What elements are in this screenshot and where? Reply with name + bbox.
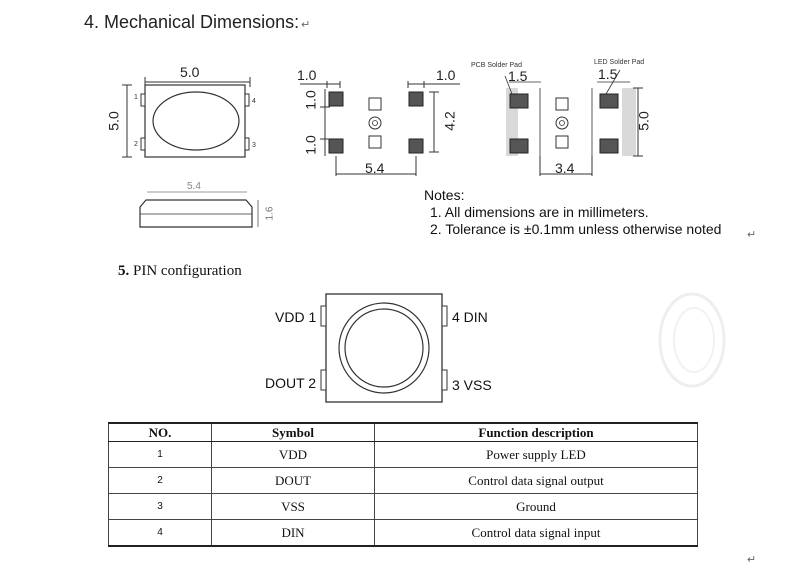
mechanical-drawings bbox=[122, 69, 643, 228]
led-solder-pad-label: LED Solder Pad bbox=[594, 59, 645, 66]
pin-label-vdd: VDD 1 bbox=[275, 309, 317, 325]
note-item-text: 2. Tolerance is ±0.1mm unless otherwise … bbox=[430, 221, 722, 237]
solder-view-right-label: 1.5 bbox=[598, 66, 618, 82]
top-view-pin-label: 4 bbox=[252, 98, 256, 105]
table-cell-symbol: DIN bbox=[211, 519, 375, 547]
table-header-row: NO. Symbol Function description bbox=[108, 422, 698, 442]
solder-pad-view-drawing bbox=[504, 69, 643, 176]
top-view-pin-label: 2 bbox=[134, 141, 138, 148]
side-view-height-label: 1.6 bbox=[264, 206, 276, 221]
top-view-drawing bbox=[122, 77, 251, 158]
table-header-function: Function description bbox=[374, 422, 698, 442]
notes: Notes: 1. All dimensions are in millimet… bbox=[424, 187, 721, 238]
table-row: 3 VSS Ground bbox=[108, 493, 698, 520]
table-cell-symbol: VSS bbox=[211, 493, 375, 520]
side-view-width-label: 5.4 bbox=[187, 181, 201, 192]
pad-view-right-label: 1.0 bbox=[436, 67, 456, 83]
table-cell-symbol: VDD bbox=[211, 441, 375, 468]
pin-label-vss: 3 VSS bbox=[452, 377, 492, 393]
note-item: 1. All dimensions are in millimeters. bbox=[430, 204, 649, 220]
table-cell-no: 3 bbox=[108, 493, 212, 520]
note-item: 2. Tolerance is ±0.1mm unless otherwise … bbox=[424, 221, 721, 238]
table-cell-description: Control data signal input bbox=[374, 519, 698, 547]
pcb-solder-pad-label: PCB Solder Pad bbox=[471, 62, 522, 69]
solder-view-height-label: 5.0 bbox=[635, 111, 652, 131]
section-4-title: 4. Mechanical Dimensions:↵ bbox=[84, 12, 310, 33]
side-view-drawing bbox=[139, 191, 259, 228]
section-5-number: 5. bbox=[118, 263, 130, 279]
table-cell-description: Control data signal output bbox=[374, 467, 698, 494]
table-cell-description: Power supply LED bbox=[374, 441, 698, 468]
pin-diagram-package bbox=[320, 293, 448, 403]
pad-view-pad-height-label: 1.0 bbox=[302, 90, 319, 110]
top-view-pin-label: 1 bbox=[134, 94, 138, 101]
table-row: 4 DIN Control data signal input bbox=[108, 519, 698, 547]
pad-view-width-label: 5.4 bbox=[365, 160, 385, 176]
table-cell-symbol: DOUT bbox=[211, 467, 375, 494]
pad-view-left-label: 1.0 bbox=[297, 67, 317, 83]
return-mark-icon: ↵ bbox=[747, 554, 757, 566]
pad-view-height-label: 4.2 bbox=[441, 111, 458, 131]
return-mark-icon: ↵ bbox=[301, 19, 311, 31]
top-view-pin-label: 3 bbox=[252, 142, 256, 149]
return-mark-icon: ↵ bbox=[747, 229, 757, 241]
table-row: 2 DOUT Control data signal output bbox=[108, 467, 698, 494]
table-cell-no: 4 bbox=[108, 519, 212, 547]
table-cell-no: 1 bbox=[108, 441, 212, 468]
pin-label-dout: DOUT 2 bbox=[265, 375, 317, 391]
pad-view-drawing bbox=[300, 81, 460, 176]
table-header-symbol: Symbol bbox=[211, 422, 375, 442]
solder-view-left-label: 1.5 bbox=[508, 68, 528, 84]
section-5-title-text: PIN configuration bbox=[133, 263, 242, 279]
table-row: 1 VDD Power supply LED bbox=[108, 441, 698, 468]
top-view-width-label: 5.0 bbox=[180, 64, 200, 80]
section-4-title-text: 4. Mechanical Dimensions: bbox=[84, 12, 300, 32]
solder-view-width-label: 3.4 bbox=[555, 160, 575, 176]
section-5-title: 5. PIN configuration bbox=[118, 263, 242, 280]
watermark-graphic bbox=[658, 292, 726, 388]
table-cell-no: 2 bbox=[108, 467, 212, 494]
pin-table: NO. Symbol Function description 1 VDD Po… bbox=[108, 422, 698, 547]
pad-view-pad-height-label: 1.0 bbox=[302, 135, 319, 155]
table-header-no: NO. bbox=[108, 422, 212, 442]
notes-heading: Notes: bbox=[424, 187, 465, 203]
top-view-height-label: 5.0 bbox=[105, 111, 122, 131]
table-cell-description: Ground bbox=[374, 493, 698, 520]
pin-label-din: 4 DIN bbox=[452, 309, 488, 325]
